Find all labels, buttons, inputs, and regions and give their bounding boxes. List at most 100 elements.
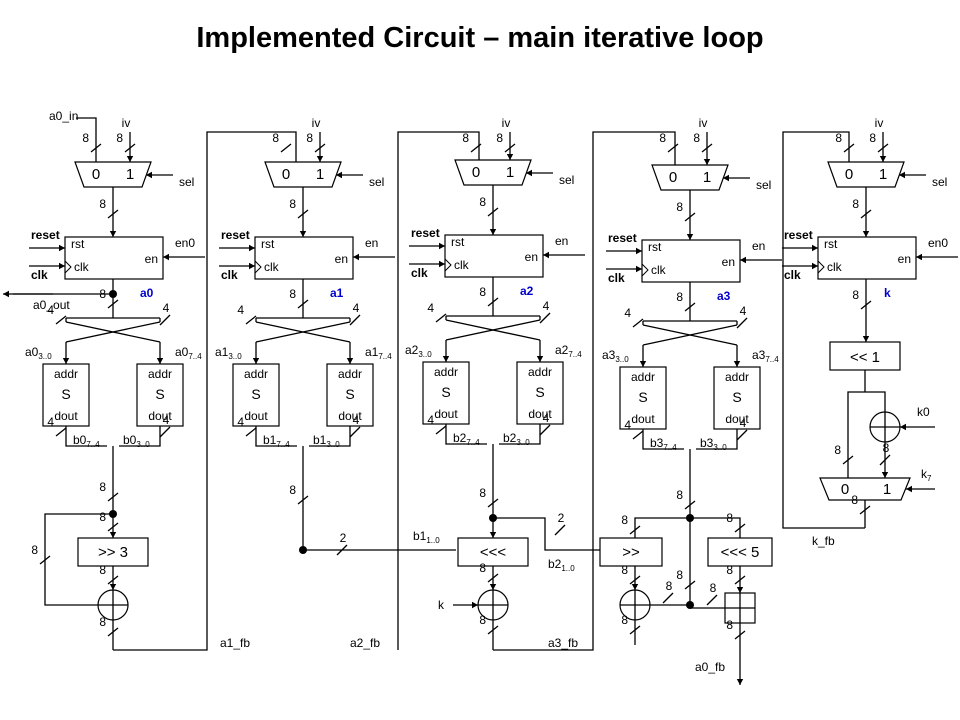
shift-right-3-label: >> 3 [98, 544, 128, 561]
arrowhead [862, 336, 870, 342]
low-nibble-label: a03..0 [25, 345, 52, 361]
arrowhead [543, 251, 549, 259]
crossover-wire [642, 324, 738, 346]
bus-width: 8 [676, 568, 683, 582]
key-multiplexer [819, 477, 911, 501]
sbox-dout-label: dout [338, 409, 362, 423]
sbox [422, 361, 470, 425]
bus-tick [684, 500, 696, 510]
sbox-high-output-label: b03..0 [123, 433, 150, 449]
enable-label: en0 [928, 236, 948, 250]
bus-width: 8 [99, 615, 106, 629]
reset-port-label: rst [824, 237, 838, 251]
sbox [713, 366, 761, 430]
bus-tick [879, 454, 891, 466]
shift-to-mux-wire [847, 391, 865, 478]
sel-label: sel [179, 175, 194, 189]
sbox-name-label: S [345, 386, 354, 402]
sel-label: sel [756, 178, 771, 192]
arrowhead [299, 231, 307, 237]
bus-tick [736, 429, 748, 441]
sbox-output-wire [255, 426, 297, 447]
bus-tick [734, 523, 746, 533]
iv-bus-width: 8 [306, 131, 313, 145]
register [64, 236, 164, 280]
reset-label: reset [411, 226, 440, 240]
mux-out-bus-width: 8 [289, 197, 296, 211]
arrowhead [472, 601, 478, 609]
sbox-out-bus-width: 4 [624, 418, 631, 432]
bus-tick [107, 522, 119, 532]
a1-feedback-wire [113, 131, 297, 651]
enable-port-label: en [335, 252, 348, 266]
bus-tick [487, 573, 499, 583]
nibble-bus-width: 4 [740, 304, 747, 318]
bus-tick [297, 209, 309, 219]
bus-width: 8 [883, 441, 890, 455]
bus-tick [487, 207, 499, 217]
sbox-name-label: S [61, 386, 70, 402]
arrowhead [506, 154, 514, 160]
bus-tick [314, 143, 326, 153]
mux-input-0-label: 0 [92, 166, 100, 183]
clock-port-label: clk [827, 260, 843, 274]
bus-tick [245, 427, 257, 437]
nibble-bus-width: 4 [163, 301, 170, 315]
sbox-output-wire [309, 426, 351, 447]
arrowhead [812, 244, 818, 252]
register-out-bus-width: 8 [676, 290, 683, 304]
mux-input-1-label: 1 [506, 164, 514, 181]
sbox-low-output-label: b07..4 [73, 433, 100, 449]
sbox-name-label: S [638, 389, 647, 405]
clock-marker [444, 257, 452, 273]
sbox [326, 363, 374, 427]
arrowhead [881, 472, 889, 478]
clock-label: clk [608, 271, 625, 285]
clock-port-label: clk [264, 260, 280, 274]
arrowhead [109, 231, 117, 237]
sbox-name-label: S [251, 386, 260, 402]
bus-tick [706, 594, 718, 606]
sbox-dout-label: dout [631, 412, 655, 426]
register-output-label: a2 [520, 284, 534, 298]
bus-tick [280, 143, 292, 153]
junction-dot [109, 290, 117, 298]
clock-port-label: clk [454, 258, 470, 272]
b1-bus-width: 2 [340, 531, 347, 545]
arrowhead [639, 361, 647, 367]
sbox-dout-label: dout [54, 409, 78, 423]
arrowhead [62, 358, 70, 364]
page-title: Implemented Circuit – main iterative loo… [196, 22, 764, 54]
sbox-dout-label: dout [725, 412, 749, 426]
sbox-addr-label: addr [528, 365, 552, 379]
iv-bus-width: 8 [869, 131, 876, 145]
high-nibble-label: a17..4 [365, 345, 392, 361]
nibble-bus-width: 4 [47, 303, 54, 317]
a1-feedback-label: a1_fb [220, 636, 250, 650]
arrowhead [489, 532, 497, 538]
bus-width: 8 [479, 561, 486, 575]
sbox-name-label: S [155, 386, 164, 402]
sbox-out-bus-width: 4 [427, 413, 434, 427]
k0-label: k0 [917, 405, 930, 419]
high-nibble-label: a27..4 [555, 343, 582, 359]
sel-label: sel [932, 175, 947, 189]
bus-tick [734, 575, 746, 585]
arrowhead [3, 290, 9, 298]
a3-feedback-label: a3_fb [548, 636, 578, 650]
a2-feedback-label: a2_fb [350, 636, 380, 650]
enable-label: en0 [175, 236, 195, 250]
arrowhead [899, 171, 905, 179]
bus-tick [55, 315, 67, 325]
feedback-bus-width: 8 [835, 131, 842, 145]
arrowhead [862, 231, 870, 237]
bus-tick [159, 426, 171, 438]
arrowhead [631, 584, 639, 590]
bus-width: 8 [479, 486, 486, 500]
sbox-addr-label: addr [244, 367, 268, 381]
bus-tick [336, 544, 348, 556]
reset-port-label: rst [451, 235, 465, 249]
clock-marker [641, 262, 649, 278]
arrowhead [489, 584, 497, 590]
